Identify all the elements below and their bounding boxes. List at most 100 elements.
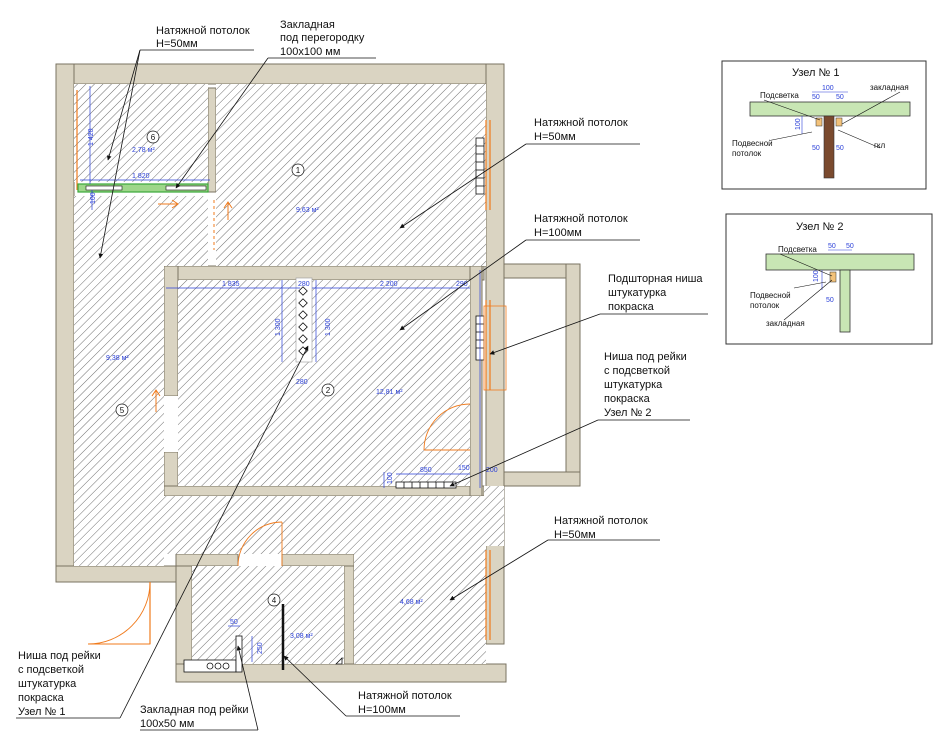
node-1-backlight-label: Подсветка	[760, 91, 799, 100]
dim-100-b: 100	[387, 472, 394, 484]
svg-text:H=100мм: H=100мм	[358, 704, 406, 716]
windows	[76, 90, 491, 645]
svg-text:50: 50	[828, 243, 836, 250]
callout-niche-left: Ниша под рейки с подсветкой штукатурка п…	[18, 650, 101, 718]
svg-text:Натяжной потолок: Натяжной потолок	[554, 515, 648, 527]
svg-text:покраска: покраска	[18, 692, 65, 704]
leader-lines	[16, 49, 708, 731]
svg-text:под перегородку: под перегородку	[280, 32, 365, 44]
node-1-inset: Узел № 1 100 50 50 100 50 50 Подсветка з…	[721, 60, 927, 190]
svg-text:Натяжной потолок: Натяжной потолок	[156, 25, 250, 37]
svg-text:50: 50	[846, 243, 854, 250]
room-areas: 2,78 м² 9,63 м² 9,38 м² 12,81 м² 4,68 м²…	[106, 147, 423, 640]
svg-text:Натяжной потолок: Натяжной потолок	[358, 690, 452, 702]
area-room-5: 9,38 м²	[106, 355, 129, 362]
dim-1420: 1 420	[88, 128, 95, 146]
dim-280-b: 280	[296, 379, 308, 386]
dim-200: 200	[486, 467, 498, 474]
svg-text:покраска: покраска	[608, 301, 655, 313]
dim-1820: 1 820	[132, 173, 150, 180]
svg-text:100: 100	[795, 118, 802, 130]
callout-right-ceiling-3: Натяжной потолок H=50мм	[554, 515, 648, 541]
svg-text:Закладная: Закладная	[280, 19, 335, 31]
svg-text:штукатурка: штукатурка	[604, 379, 663, 391]
node-1-gkl-label: гкл	[874, 141, 886, 150]
svg-text:100: 100	[813, 270, 820, 282]
svg-text:покраска: покраска	[604, 393, 651, 405]
partition-embed	[77, 183, 209, 193]
svg-text:50: 50	[812, 145, 820, 152]
dim-850: 850	[420, 467, 432, 474]
room-number-1: 1	[296, 166, 301, 175]
light-strip	[295, 277, 313, 363]
svg-text:Закладная под рейки: Закладная под рейки	[140, 704, 249, 716]
dim-150: 150	[458, 465, 470, 472]
node-2-title: Узел № 2	[796, 221, 844, 233]
dimension-labels: 1 420 1 820 100 1 835 280 2 200 290 1 30…	[88, 128, 498, 654]
room-number-6: 6	[151, 133, 156, 142]
dim-2200: 2 200	[380, 281, 398, 288]
svg-text:Подвесной: Подвесной	[750, 291, 791, 300]
svg-text:потолок: потолок	[732, 149, 762, 158]
svg-text:потолок: потолок	[750, 301, 780, 310]
area-room-2: 12,81 м²	[376, 389, 403, 396]
dim-1300-b: 1 300	[325, 318, 332, 336]
svg-text:Натяжной потолок: Натяжной потолок	[534, 213, 628, 225]
callout-partition-embed: Закладная под перегородку 100х100 мм	[280, 19, 365, 58]
hatched-areas	[74, 84, 504, 664]
node-2-inset: Узел № 2 50 50 100 50 Подсветка Подвесно…	[725, 213, 933, 345]
svg-text:с подсветкой: с подсветкой	[18, 664, 84, 676]
svg-text:Ниша под рейки: Ниша под рейки	[18, 650, 101, 662]
room-number-2: 2	[326, 386, 331, 395]
bathroom-items	[183, 604, 343, 673]
svg-text:штукатурка: штукатурка	[18, 678, 77, 690]
svg-text:H=50мм: H=50мм	[156, 38, 198, 50]
svg-text:Ниша под рейки: Ниша под рейки	[604, 351, 687, 363]
dim-280: 280	[298, 281, 310, 288]
room-number-4: 4	[272, 596, 277, 605]
callout-curtain-niche: Подшторная ниша штукатурка покраска	[608, 273, 703, 313]
dim-290: 290	[456, 281, 468, 288]
svg-text:50: 50	[826, 297, 834, 304]
svg-text:Подвесной: Подвесной	[732, 139, 773, 148]
svg-text:50: 50	[836, 94, 844, 101]
callout-right-ceiling-2: Натяжной потолок H=100мм	[534, 213, 628, 239]
dim-1300-a: 1 300	[275, 318, 282, 336]
area-room-1: 9,63 м²	[296, 207, 319, 214]
svg-text:Подшторная ниша: Подшторная ниша	[608, 273, 703, 285]
svg-text:Натяжной потолок: Натяжной потолок	[534, 117, 628, 129]
callout-tl-ceiling: Натяжной потолок H=50мм	[156, 25, 250, 50]
area-room-6: 2,78 м²	[132, 147, 155, 154]
svg-text:Узел № 2: Узел № 2	[604, 407, 652, 419]
area-room-4: 3,08 м²	[290, 633, 313, 640]
callout-right-ceiling-1: Натяжной потолок H=50мм	[534, 117, 628, 143]
direction-arrows	[151, 199, 233, 412]
svg-text:H=100мм: H=100мм	[534, 227, 582, 239]
svg-text:50: 50	[836, 145, 844, 152]
svg-text:H=50мм: H=50мм	[534, 131, 576, 143]
node-2-embed-label: закладная	[766, 319, 805, 328]
callout-embed-rail: Закладная под рейки 100х50 мм	[140, 704, 249, 730]
svg-text:с подсветкой: с подсветкой	[604, 365, 670, 377]
svg-text:100: 100	[822, 85, 834, 92]
node-1-title: Узел № 1	[792, 67, 840, 79]
callout-bottom-ceiling: Натяжной потолок H=100мм	[358, 690, 452, 716]
dimension-lines	[80, 86, 481, 662]
dim-250: 250	[257, 642, 264, 654]
callout-niche-right: Ниша под рейки с подсветкой штукатурка п…	[604, 351, 687, 419]
area-room-3: 4,68 м²	[400, 599, 423, 606]
dim-100-a: 100	[90, 192, 97, 204]
doors	[237, 403, 471, 567]
svg-text:100х50 мм: 100х50 мм	[140, 718, 194, 730]
room-number-5: 5	[120, 406, 125, 415]
dim-50: 50	[230, 619, 238, 626]
svg-text:Узел № 1: Узел № 1	[18, 706, 66, 718]
room-numbers: 6 1 5 2 4	[120, 133, 331, 605]
svg-text:50: 50	[812, 94, 820, 101]
room-markers	[115, 130, 335, 607]
svg-text:штукатурка: штукатурка	[608, 287, 667, 299]
dim-1835: 1 835	[222, 281, 240, 288]
node-1-embed-label: закладная	[870, 83, 909, 92]
node-2-backlight-label: Подсветка	[778, 245, 817, 254]
